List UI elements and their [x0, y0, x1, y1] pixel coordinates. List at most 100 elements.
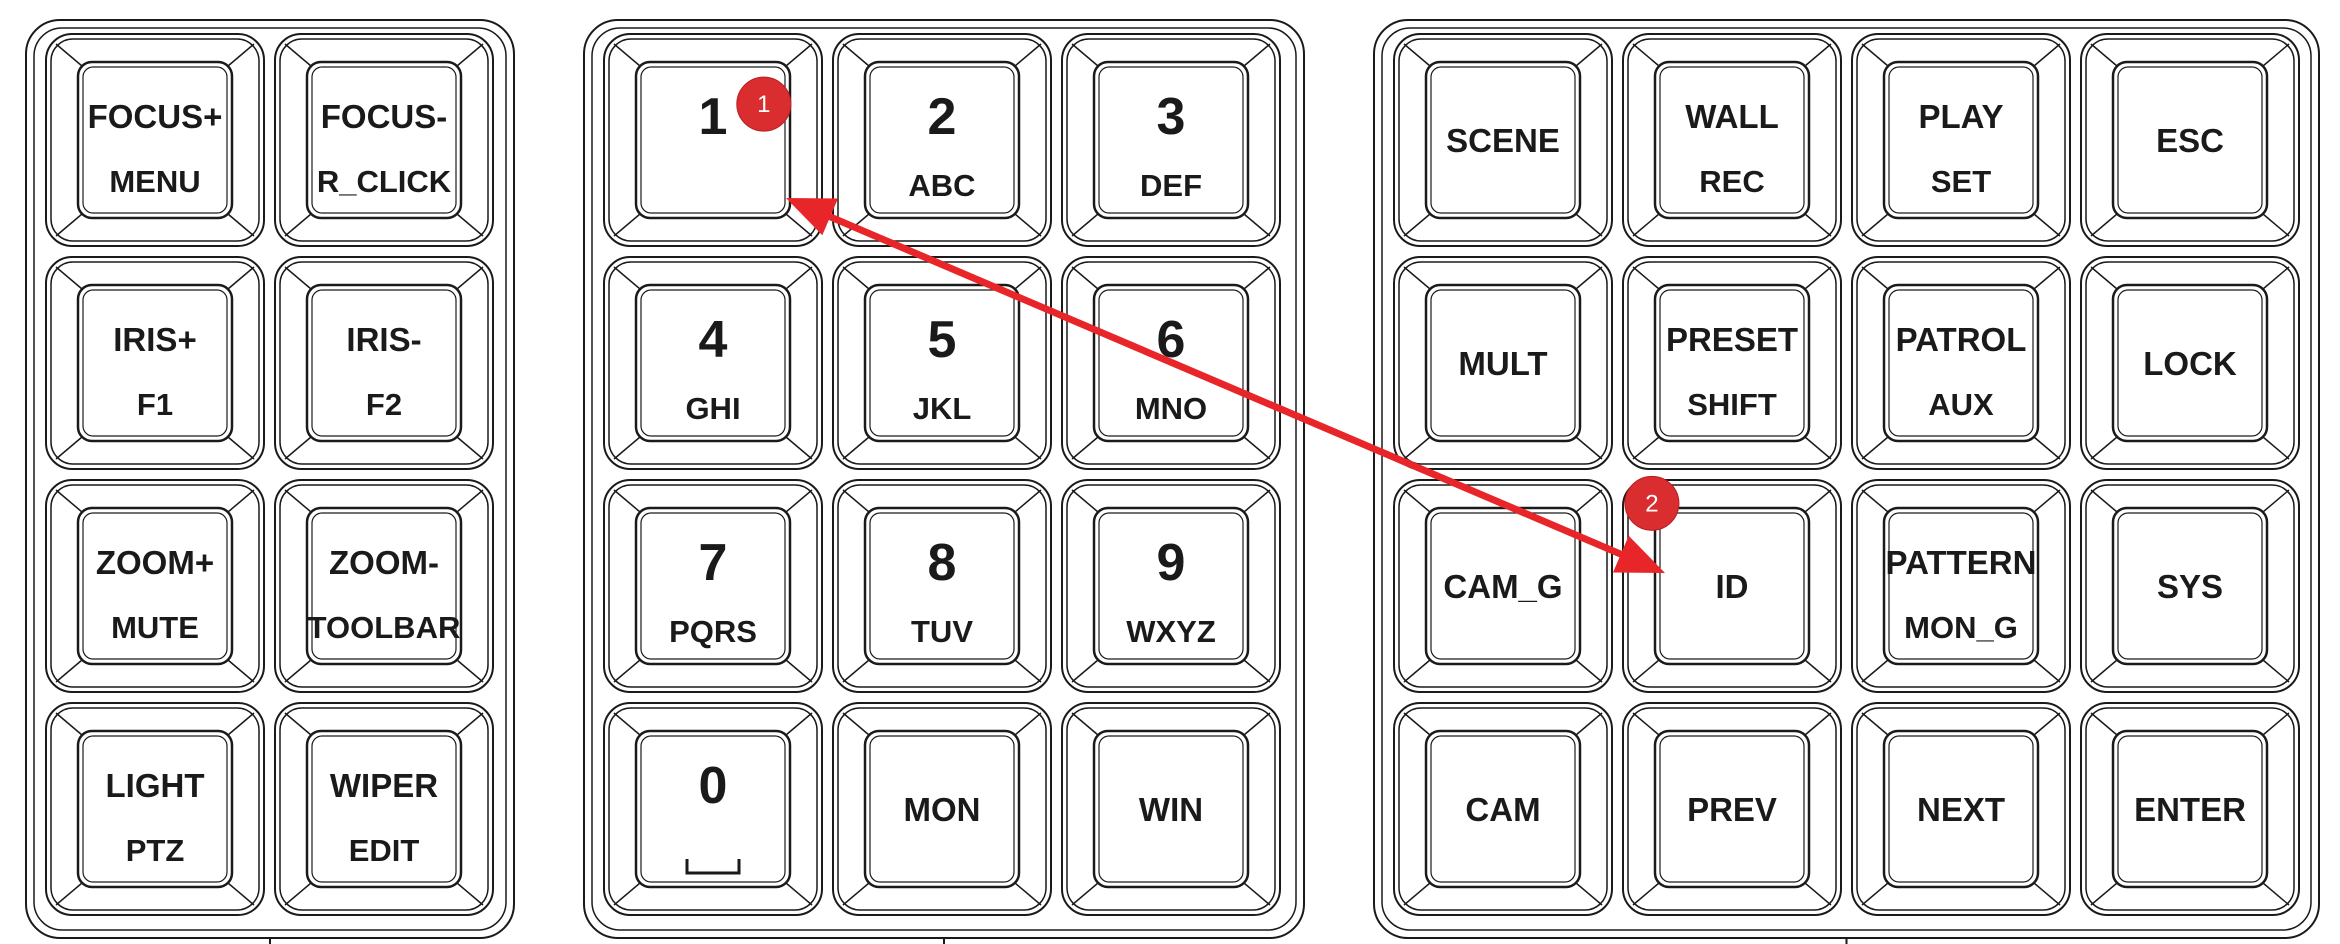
key-number: 3 — [1157, 88, 1186, 146]
key-prev[interactable]: PREV — [1622, 702, 1842, 916]
key-zoom-plus[interactable]: ZOOM+ MUTE — [45, 479, 265, 693]
key-iris-plus[interactable]: IRIS+ F1 — [45, 256, 265, 470]
key-sub-label: TUV — [911, 614, 973, 649]
key-label: IRIS- — [346, 321, 421, 358]
key-sub-label: ABC — [908, 168, 975, 203]
key-play[interactable]: PLAY SET — [1851, 33, 2071, 247]
key-sub-label: TOOLBAR — [308, 610, 461, 645]
key-zoom-minus[interactable]: ZOOM- TOOLBAR — [274, 479, 494, 693]
key-label: CAM — [1465, 791, 1540, 828]
key-sub-label: MNO — [1135, 391, 1207, 426]
key-cam-g[interactable]: CAM_G — [1393, 479, 1613, 693]
key-lock[interactable]: LOCK — [2080, 256, 2300, 470]
key-sub-label: SHIFT — [1687, 387, 1777, 422]
key-scene[interactable]: SCENE — [1393, 33, 1613, 247]
key-label: NEXT — [1917, 791, 2005, 828]
key-focus-plus[interactable]: FOCUS+ MENU — [45, 33, 265, 247]
key-label: SCENE — [1446, 122, 1560, 159]
key-label: PRESET — [1666, 321, 1798, 358]
key-label: ID — [1716, 568, 1749, 605]
key-sub-label: SET — [1931, 164, 1991, 199]
step-badge-number: 2 — [1645, 490, 1658, 517]
key-sub-label: F1 — [137, 387, 173, 422]
key-label: ESC — [2156, 122, 2224, 159]
key-sub-label: MENU — [109, 164, 200, 199]
key-label: PATROL — [1896, 321, 2027, 358]
key-mon[interactable]: MON — [832, 702, 1052, 916]
key-label: MULT — [1458, 345, 1547, 382]
key-label: WALL — [1685, 98, 1778, 135]
key-label: IRIS+ — [113, 321, 196, 358]
arrow-layer: 12 — [736, 76, 1680, 573]
key-win[interactable]: WIN — [1061, 702, 1281, 916]
key-label: ENTER — [2134, 791, 2246, 828]
key-label: CAM_G — [1443, 568, 1562, 605]
key-patrol[interactable]: PATROL AUX — [1851, 256, 2071, 470]
key-0[interactable]: 0 — [603, 702, 823, 916]
key-label: FOCUS+ — [88, 98, 223, 135]
key-pattern[interactable]: PATTERN MON_G — [1851, 479, 2071, 693]
key-sub-label: PQRS — [669, 614, 757, 649]
key-wiper[interactable]: WIPER EDIT — [274, 702, 494, 916]
key-label: MON — [904, 791, 981, 828]
key-label: WIPER — [330, 767, 438, 804]
key-sub-label: DEF — [1140, 168, 1202, 203]
key-label: PATTERN — [1886, 544, 2037, 581]
key-wall[interactable]: WALL REC — [1622, 33, 1842, 247]
key-focus-minus[interactable]: FOCUS-R_CLICK — [274, 33, 494, 247]
key-number: 1 — [699, 88, 728, 146]
key-sub-label: MUTE — [111, 610, 199, 645]
key-number: 5 — [928, 311, 957, 369]
key-enter[interactable]: ENTER — [2080, 702, 2300, 916]
key-number: 4 — [699, 311, 728, 369]
key-label: LOCK — [2143, 345, 2237, 382]
key-sub-label: MON_G — [1904, 610, 2018, 645]
key-number: 9 — [1157, 534, 1186, 592]
key-number: 7 — [699, 534, 728, 592]
key-sys[interactable]: SYS — [2080, 479, 2300, 693]
key-label: ZOOM+ — [96, 544, 214, 581]
step-badge-1: 1 — [736, 76, 792, 132]
key-esc[interactable]: ESC — [2080, 33, 2300, 247]
key-sub-label: REC — [1699, 164, 1764, 199]
key-number: 8 — [928, 534, 957, 592]
space-glyph-icon — [685, 859, 741, 875]
key-iris-minus[interactable]: IRIS- F2 — [274, 256, 494, 470]
key-sub-label: GHI — [685, 391, 740, 426]
key-mult[interactable]: MULT — [1393, 256, 1613, 470]
key-cam[interactable]: CAM — [1393, 702, 1613, 916]
key-number: 2 — [928, 88, 957, 146]
function-panel: SCENE WALL REC PLAY SET ESC MULT PRESET SHIFT PAT… — [1373, 19, 2320, 944]
left-panel: FOCUS+ MENU FOCUS-R_CLICK IRIS+ F1 IRIS- F2ZOO… — [25, 19, 515, 944]
key-sub-label: WXYZ — [1126, 614, 1216, 649]
key-light[interactable]: LIGHT PTZ — [45, 702, 265, 916]
key-1[interactable]: 1 — [603, 33, 823, 247]
key-number: 0 — [699, 757, 728, 815]
key-next[interactable]: NEXT — [1851, 702, 2071, 916]
key-label: SYS — [2157, 568, 2223, 605]
key-label: WIN — [1139, 791, 1203, 828]
key-sub-label: AUX — [1928, 387, 1994, 422]
key-label: LIGHT — [106, 767, 205, 804]
step-badge-2: 2 — [1624, 475, 1680, 531]
panels-layer: FOCUS+ MENU FOCUS-R_CLICK IRIS+ F1 IRIS- F2ZOO… — [25, 19, 2320, 944]
key-sub-label: PTZ — [126, 833, 185, 868]
key-label: ZOOM- — [329, 544, 439, 581]
key-id[interactable]: ID — [1622, 479, 1842, 693]
key-sub-label: EDIT — [349, 833, 420, 868]
key-sub-label: JKL — [913, 391, 972, 426]
key-label: FOCUS- — [321, 98, 448, 135]
key-label: PLAY — [1919, 98, 2004, 135]
double-arrow-icon — [786, 198, 1665, 573]
key-sub-label: F2 — [366, 387, 402, 422]
key-preset[interactable]: PRESET SHIFT — [1622, 256, 1842, 470]
